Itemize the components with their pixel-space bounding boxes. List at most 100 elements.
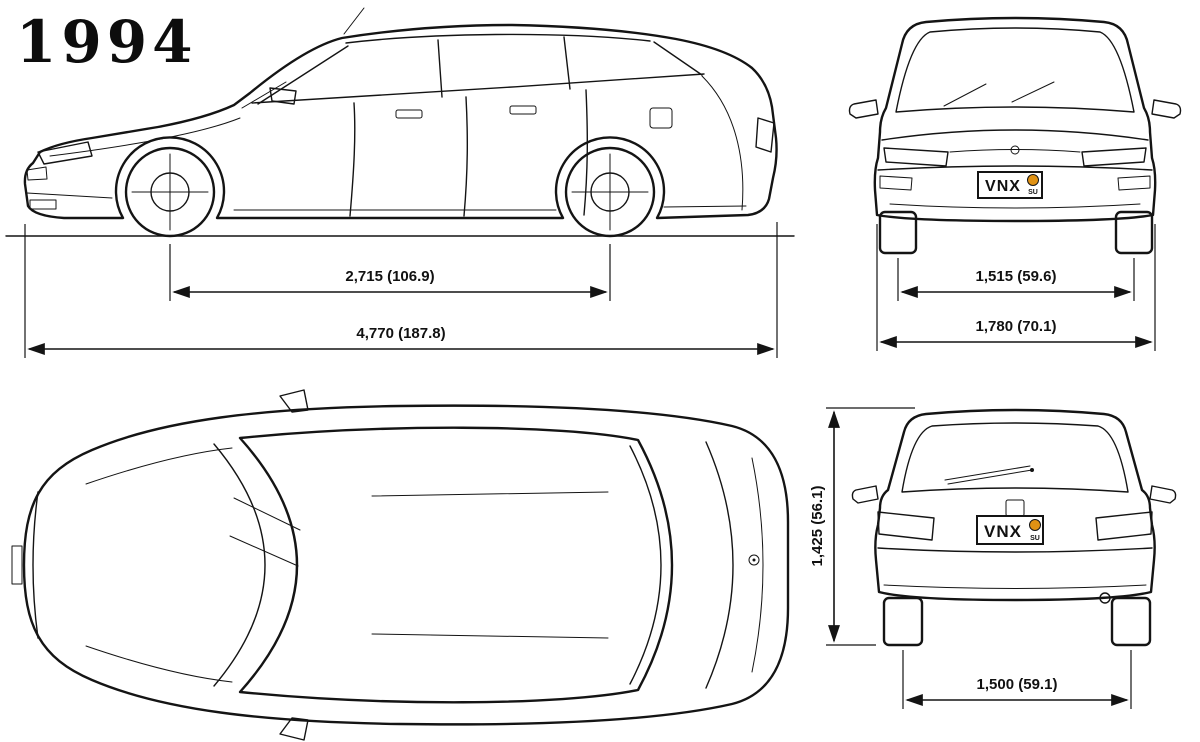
- side-body-outline: [23, 23, 778, 220]
- rear-bumper-top-line: [877, 547, 1153, 553]
- side-mirror: [269, 87, 297, 105]
- front-license-plate: VNX SU: [977, 171, 1043, 199]
- overall-height-label: 1,425 (56.1): [809, 486, 826, 567]
- rear-door-cut: [463, 96, 468, 217]
- wheelbase-label: 2,715 (106.9): [345, 268, 434, 285]
- front-track-label: 1,515 (59.6): [976, 268, 1057, 285]
- roof-crease-top: [371, 491, 609, 497]
- rear-mirror-left: [851, 485, 879, 504]
- front-mirror-left: [848, 99, 879, 119]
- tail-lamp-right: [1095, 511, 1153, 541]
- top-mirror-left: [279, 389, 309, 413]
- front-plate-mount: [11, 545, 23, 585]
- roof-crease-bottom: [371, 633, 609, 639]
- front-view: VNX SU 1,515 (59.6) 1,780 (70.1): [848, 16, 1182, 351]
- front-emblem: [1010, 145, 1020, 155]
- dimension-overall-width: 1,780 (70.1): [876, 224, 1156, 351]
- quarter-cut: [583, 89, 589, 216]
- rear-bumper-bottom-line: [883, 584, 1147, 589]
- antenna: [343, 7, 365, 35]
- rear-license-plate: VNX SU: [976, 515, 1044, 545]
- hood-crease-top: [85, 447, 233, 485]
- a-pillar-line: [257, 45, 349, 105]
- headlamp-left: [883, 147, 949, 167]
- headlamp-right: [1081, 147, 1147, 167]
- headlamp: [37, 141, 93, 165]
- wheel-front: [124, 146, 216, 238]
- dimension-rear-track: 1,500 (59.1): [902, 650, 1132, 709]
- rear-wiper-blade: [944, 465, 1031, 481]
- roof-inner-line: [345, 33, 651, 44]
- antenna-base: [748, 554, 760, 566]
- rear-bumper-trim: [663, 205, 747, 208]
- front-body-outline: [873, 16, 1157, 223]
- side-view: 2,715 (106.9) 4,770 (187.8): [5, 7, 795, 358]
- wiper: [241, 81, 287, 109]
- overall-width-label: 1,780 (70.1): [976, 318, 1057, 335]
- beltline: [251, 73, 705, 104]
- rear-plate-badge-icon: [1029, 519, 1041, 531]
- front-view-tire-left: [878, 210, 918, 255]
- front-wiper-left: [943, 83, 987, 107]
- rear-plate-text: VNX: [984, 522, 1022, 541]
- door-handle-rear: [509, 105, 537, 115]
- hatch-cut-arc: [705, 441, 734, 689]
- front-wiper-right: [1011, 81, 1055, 103]
- front-plate-badge-icon: [1027, 174, 1039, 186]
- front-windshield: [895, 27, 1135, 113]
- overall-length-label: 4,770 (187.8): [356, 325, 445, 342]
- top-body-outline: [22, 404, 790, 726]
- tailgate-cut: [701, 75, 744, 211]
- rear-view: VNX SU 1,425 (56.1) 1,500 (59.1): [809, 407, 1177, 709]
- top-wiper-2: [229, 535, 299, 567]
- front-door-cut: [349, 102, 356, 217]
- rear-track-label: 1,500 (59.1): [977, 676, 1058, 693]
- wheel-rear: [564, 146, 656, 238]
- front-view-tire-right: [1114, 210, 1154, 255]
- rear-plate-badge-text: SU: [1030, 535, 1040, 542]
- rear-window-arc: [629, 445, 662, 685]
- glasshouse-outline: [238, 426, 674, 704]
- rear-edge-arc: [751, 457, 764, 673]
- dimension-overall-length: 4,770 (187.8): [24, 222, 778, 358]
- top-mirror-right: [279, 717, 309, 741]
- rear-view-tire-left: [882, 596, 924, 647]
- d-pillar-line: [653, 41, 703, 76]
- door-handle-front: [395, 109, 423, 119]
- rear-wiper-arm: [947, 469, 1033, 485]
- top-wiper-1: [233, 497, 301, 531]
- hood-crease-bottom: [85, 645, 233, 683]
- rear-window: [901, 422, 1129, 493]
- dimension-overall-height: 1,425 (56.1): [809, 407, 915, 646]
- rear-body-outline: [874, 408, 1156, 602]
- rear-wiper-pivot: [1030, 468, 1034, 472]
- tail-lamp: [755, 117, 775, 153]
- rear-mirror-right: [1149, 485, 1177, 504]
- cowl-arc: [213, 443, 266, 687]
- antenna-dot: [752, 558, 756, 562]
- dimension-wheelbase: 2,715 (106.9): [169, 244, 611, 301]
- exhaust-pipe: [1099, 592, 1111, 604]
- front-plate-badge-text: SU: [1028, 189, 1038, 196]
- front-mirror-right: [1151, 99, 1182, 119]
- bumper-top-line: [877, 165, 1153, 171]
- dimension-front-track: 1,515 (59.6): [897, 258, 1135, 301]
- tail-lamp-left: [877, 511, 935, 541]
- rear-view-tire-right: [1110, 596, 1152, 647]
- top-view: [11, 389, 790, 741]
- signal-right: [1117, 175, 1151, 191]
- signal-left: [879, 175, 913, 191]
- hood-cut-line: [49, 117, 241, 157]
- bumper-strip-front: [26, 192, 113, 199]
- hood-line: [881, 129, 1149, 141]
- bumper-intake: [29, 199, 57, 210]
- year-title: 1994: [16, 8, 197, 76]
- turn-signal: [26, 166, 48, 181]
- bumper-bottom-line: [889, 203, 1141, 209]
- front-bumper-arc: [32, 491, 39, 639]
- c-pillar-line: [563, 36, 571, 90]
- b-pillar-line: [437, 39, 443, 98]
- hatch-lock: [1005, 499, 1025, 517]
- grille-line: [949, 149, 1081, 153]
